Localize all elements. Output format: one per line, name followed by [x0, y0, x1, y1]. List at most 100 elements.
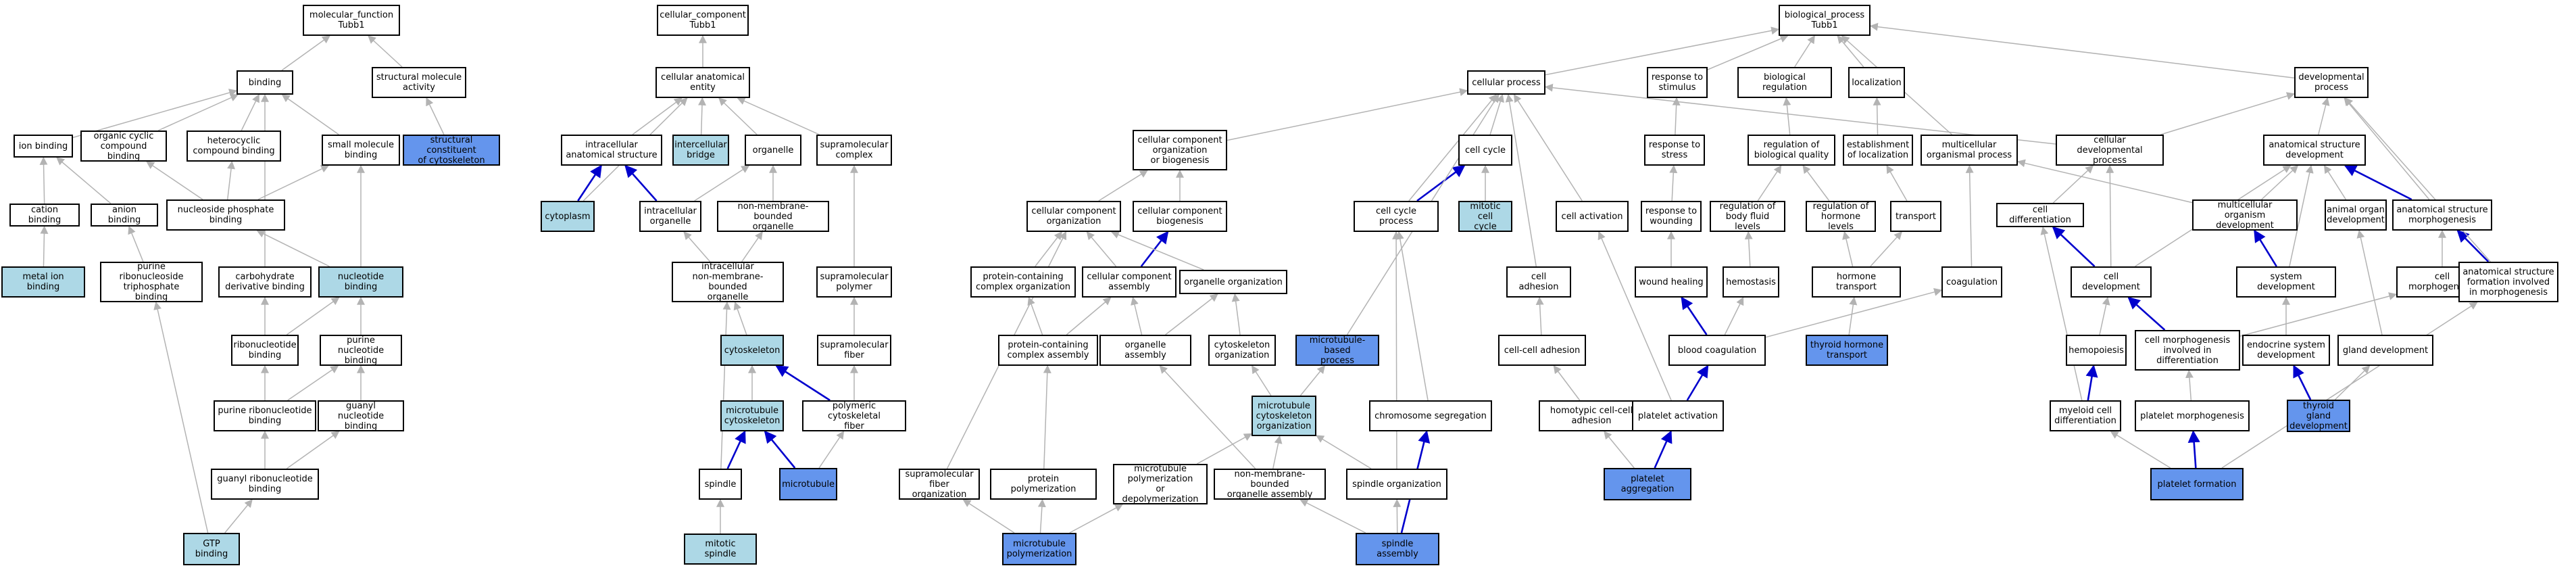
node-cytoplasm[interactable]: cytoplasm — [541, 201, 595, 232]
node-reg-bio-quality[interactable]: regulation of biological quality — [1748, 135, 1835, 166]
node-intracell-organelle[interactable]: intracellular organelle — [639, 201, 701, 232]
node-mt-cyto-org[interactable]: microtubule cytoskeleton organization — [1252, 396, 1316, 436]
node-thyroid-hormone-transport[interactable]: thyroid hormone transport — [1806, 335, 1888, 366]
node-nonmem-organelle-assembly[interactable]: non-membrane-bounded organelle assembly — [1214, 469, 1326, 500]
node-spindle-org[interactable]: spindle organization — [1346, 469, 1447, 500]
node-mitotic-cell-cycle[interactable]: mitotic cell cycle — [1458, 201, 1512, 232]
node-cc-org[interactable]: cellular component organization — [1026, 201, 1121, 232]
node-reg-hormone[interactable]: regulation of hormone levels — [1806, 201, 1876, 232]
node-homotypic-adhesion[interactable]: homotypic cell-cell adhesion — [1539, 400, 1644, 431]
node-myeloid-diff[interactable]: myeloid cell differentiation — [2050, 400, 2121, 431]
node-cell-dev-process[interactable]: cellular developmental process — [2056, 135, 2164, 166]
node-resp-wounding[interactable]: response to wounding — [1641, 201, 1702, 232]
node-protein-cont-assembly[interactable]: protein-containing complex assembly — [998, 335, 1098, 366]
node-cc-assembly[interactable]: cellular component assembly — [1082, 266, 1176, 298]
node-thyroid-gland-dev[interactable]: thyroid gland development — [2287, 400, 2350, 432]
node-resp-stress[interactable]: response to stress — [1644, 135, 1705, 166]
node-mf-root[interactable]: molecular_function Tubb1 — [303, 5, 400, 36]
node-transport[interactable]: transport — [1890, 201, 1941, 232]
node-platelet-formation[interactable]: platelet formation — [2150, 468, 2244, 500]
node-anat-struct-form[interactable]: anatomical structure formation involved … — [2458, 262, 2558, 302]
node-cell-cell-adhesion[interactable]: cell-cell adhesion — [1498, 335, 1586, 366]
node-multicell-org-dev[interactable]: multicellular organism development — [2192, 199, 2298, 231]
node-ribonucleotide[interactable]: ribonucleotide binding — [231, 335, 299, 366]
node-platelet-morph[interactable]: platelet morphogenesis — [2135, 400, 2250, 431]
node-estab-local[interactable]: establishment of localization — [1843, 135, 1913, 166]
node-cellular-process[interactable]: cellular process — [1467, 70, 1545, 95]
node-microtubule[interactable]: microtubule — [779, 468, 837, 500]
node-supramol-complex[interactable]: supramolecular complex — [816, 135, 892, 166]
node-intracell-nonmem[interactable]: intracellular non-membrane-bounded organ… — [672, 262, 784, 302]
node-intercell-bridge[interactable]: intercellular bridge — [672, 135, 729, 166]
node-hormone-transport[interactable]: hormone transport — [1812, 266, 1901, 298]
node-platelet-aggregation[interactable]: platelet aggregation — [1604, 468, 1691, 500]
node-cc-org-biogen[interactable]: cellular component organization or bioge… — [1133, 130, 1227, 170]
node-nuc-phos[interactable]: nucleoside phosphate binding — [166, 199, 285, 231]
node-cell-cycle[interactable]: cell cycle — [1458, 135, 1512, 166]
node-gland-dev[interactable]: gland development — [2337, 335, 2433, 366]
node-protein-polymerization[interactable]: protein polymerization — [990, 469, 1097, 500]
node-gtp-binding[interactable]: GTP binding — [183, 533, 240, 565]
node-metal-ion[interactable]: metal ion binding — [1, 266, 85, 298]
node-intracell-anat[interactable]: intracellular anatomical structure — [561, 135, 662, 166]
node-organelle-org[interactable]: organelle organization — [1179, 270, 1287, 294]
node-guanyl-nucleotide[interactable]: guanyl nucleotide binding — [318, 400, 404, 431]
node-binding[interactable]: binding — [237, 70, 293, 95]
node-mt-polymerization[interactable]: microtubule polymerization — [1002, 533, 1076, 565]
node-cell-development[interactable]: cell development — [2071, 266, 2152, 298]
node-cell-anat-entity[interactable]: cellular anatomical entity — [655, 67, 750, 98]
node-platelet-activation[interactable]: platelet activation — [1632, 400, 1724, 431]
node-supramol-fiber-org[interactable]: supramolecular fiber organization — [899, 469, 980, 500]
node-multicell-org-proc[interactable]: multicellular organismal process — [1921, 135, 2018, 166]
node-heterocyclic[interactable]: heterocyclic compound binding — [187, 131, 281, 162]
node-blood-coag[interactable]: blood coagulation — [1668, 335, 1766, 366]
node-animal-organ-dev[interactable]: animal organ development — [2325, 199, 2387, 231]
node-resp-stimulus[interactable]: response to stimulus — [1647, 67, 1708, 98]
node-organic-cyclic[interactable]: organic cyclic compound binding — [80, 131, 167, 162]
node-supramol-polymer[interactable]: supramolecular polymer — [816, 266, 892, 298]
node-nucleotide-binding[interactable]: nucleotide binding — [318, 266, 403, 298]
node-cell-activation[interactable]: cell activation — [1556, 201, 1629, 232]
node-cell-morph-diff[interactable]: cell morphogenesis involved in different… — [2135, 330, 2240, 371]
node-ion-binding[interactable]: ion binding — [14, 135, 73, 158]
node-cell-adhesion[interactable]: cell adhesion — [1506, 266, 1571, 298]
node-chromosome-seg[interactable]: chromosome segregation — [1369, 400, 1492, 431]
node-coagulation[interactable]: coagulation — [1941, 266, 2002, 298]
node-reg-body-fluid[interactable]: regulation of body fluid levels — [1710, 201, 1785, 232]
node-spindle-assembly[interactable]: spindle assembly — [1356, 533, 1439, 565]
node-anat-struct-morph[interactable]: anatomical structure morphogenesis — [2392, 199, 2492, 231]
node-dev-process[interactable]: developmental process — [2294, 67, 2369, 98]
node-small-mol[interactable]: small molecule binding — [322, 135, 400, 166]
node-system-dev[interactable]: system development — [2236, 266, 2336, 298]
node-mt-based-process[interactable]: microtubule-based process — [1295, 335, 1379, 366]
node-cell-cycle-proc[interactable]: cell cycle process — [1354, 201, 1439, 232]
node-supramol-fiber[interactable]: supramolecular fiber — [817, 335, 891, 366]
node-cc-root[interactable]: cellular_component Tubb1 — [657, 5, 749, 36]
node-bio-regulation[interactable]: biological regulation — [1737, 67, 1832, 98]
node-bp-root[interactable]: biological_process Tubb1 — [1779, 5, 1871, 36]
node-struct-cyto[interactable]: structural constituent of cytoskeleton — [403, 135, 500, 166]
node-cell-diff[interactable]: cell differentiation — [1996, 203, 2084, 227]
node-poly-cyto-fiber[interactable]: polymeric cytoskeletal fiber — [802, 400, 906, 431]
node-anat-struct-dev[interactable]: anatomical structure development — [2263, 135, 2366, 166]
node-endocrine-dev[interactable]: endocrine system development — [2242, 335, 2330, 366]
node-wound-healing[interactable]: wound healing — [1635, 266, 1708, 298]
node-struct-mol-act[interactable]: structural molecule activity — [372, 67, 466, 98]
node-cc-biogen[interactable]: cellular component biogenesis — [1133, 201, 1227, 232]
node-cytoskeleton-org[interactable]: cytoskeleton organization — [1208, 335, 1276, 366]
node-mitotic-spindle[interactable]: mitotic spindle — [684, 534, 757, 565]
node-carb-deriv[interactable]: carbohydrate derivative binding — [218, 266, 312, 298]
node-protein-cont-org[interactable]: protein-containing complex organization — [970, 266, 1076, 298]
node-purine-nucleotide[interactable]: purine nucleotide binding — [320, 335, 402, 366]
node-hemostasis[interactable]: hemostasis — [1723, 266, 1779, 298]
node-organelle-assembly[interactable]: organelle assembly — [1099, 335, 1191, 366]
node-cation-binding[interactable]: cation binding — [9, 204, 80, 227]
node-organelle[interactable]: organelle — [745, 135, 801, 166]
node-purine-ribo-tri[interactable]: purine ribonucleoside triphosphate bindi… — [100, 262, 203, 302]
node-nonmem-organelle[interactable]: non-membrane-bounded organelle — [717, 201, 829, 232]
node-spindle[interactable]: spindle — [699, 469, 742, 500]
node-mt-cytoskeleton[interactable]: microtubule cytoskeleton — [720, 400, 784, 431]
node-mt-poly-depoly[interactable]: microtubule polymerization or depolymeri… — [1113, 464, 1208, 504]
node-guanyl-ribonucleotide[interactable]: guanyl ribonucleotide binding — [211, 469, 319, 500]
node-localization[interactable]: localization — [1848, 67, 1905, 98]
